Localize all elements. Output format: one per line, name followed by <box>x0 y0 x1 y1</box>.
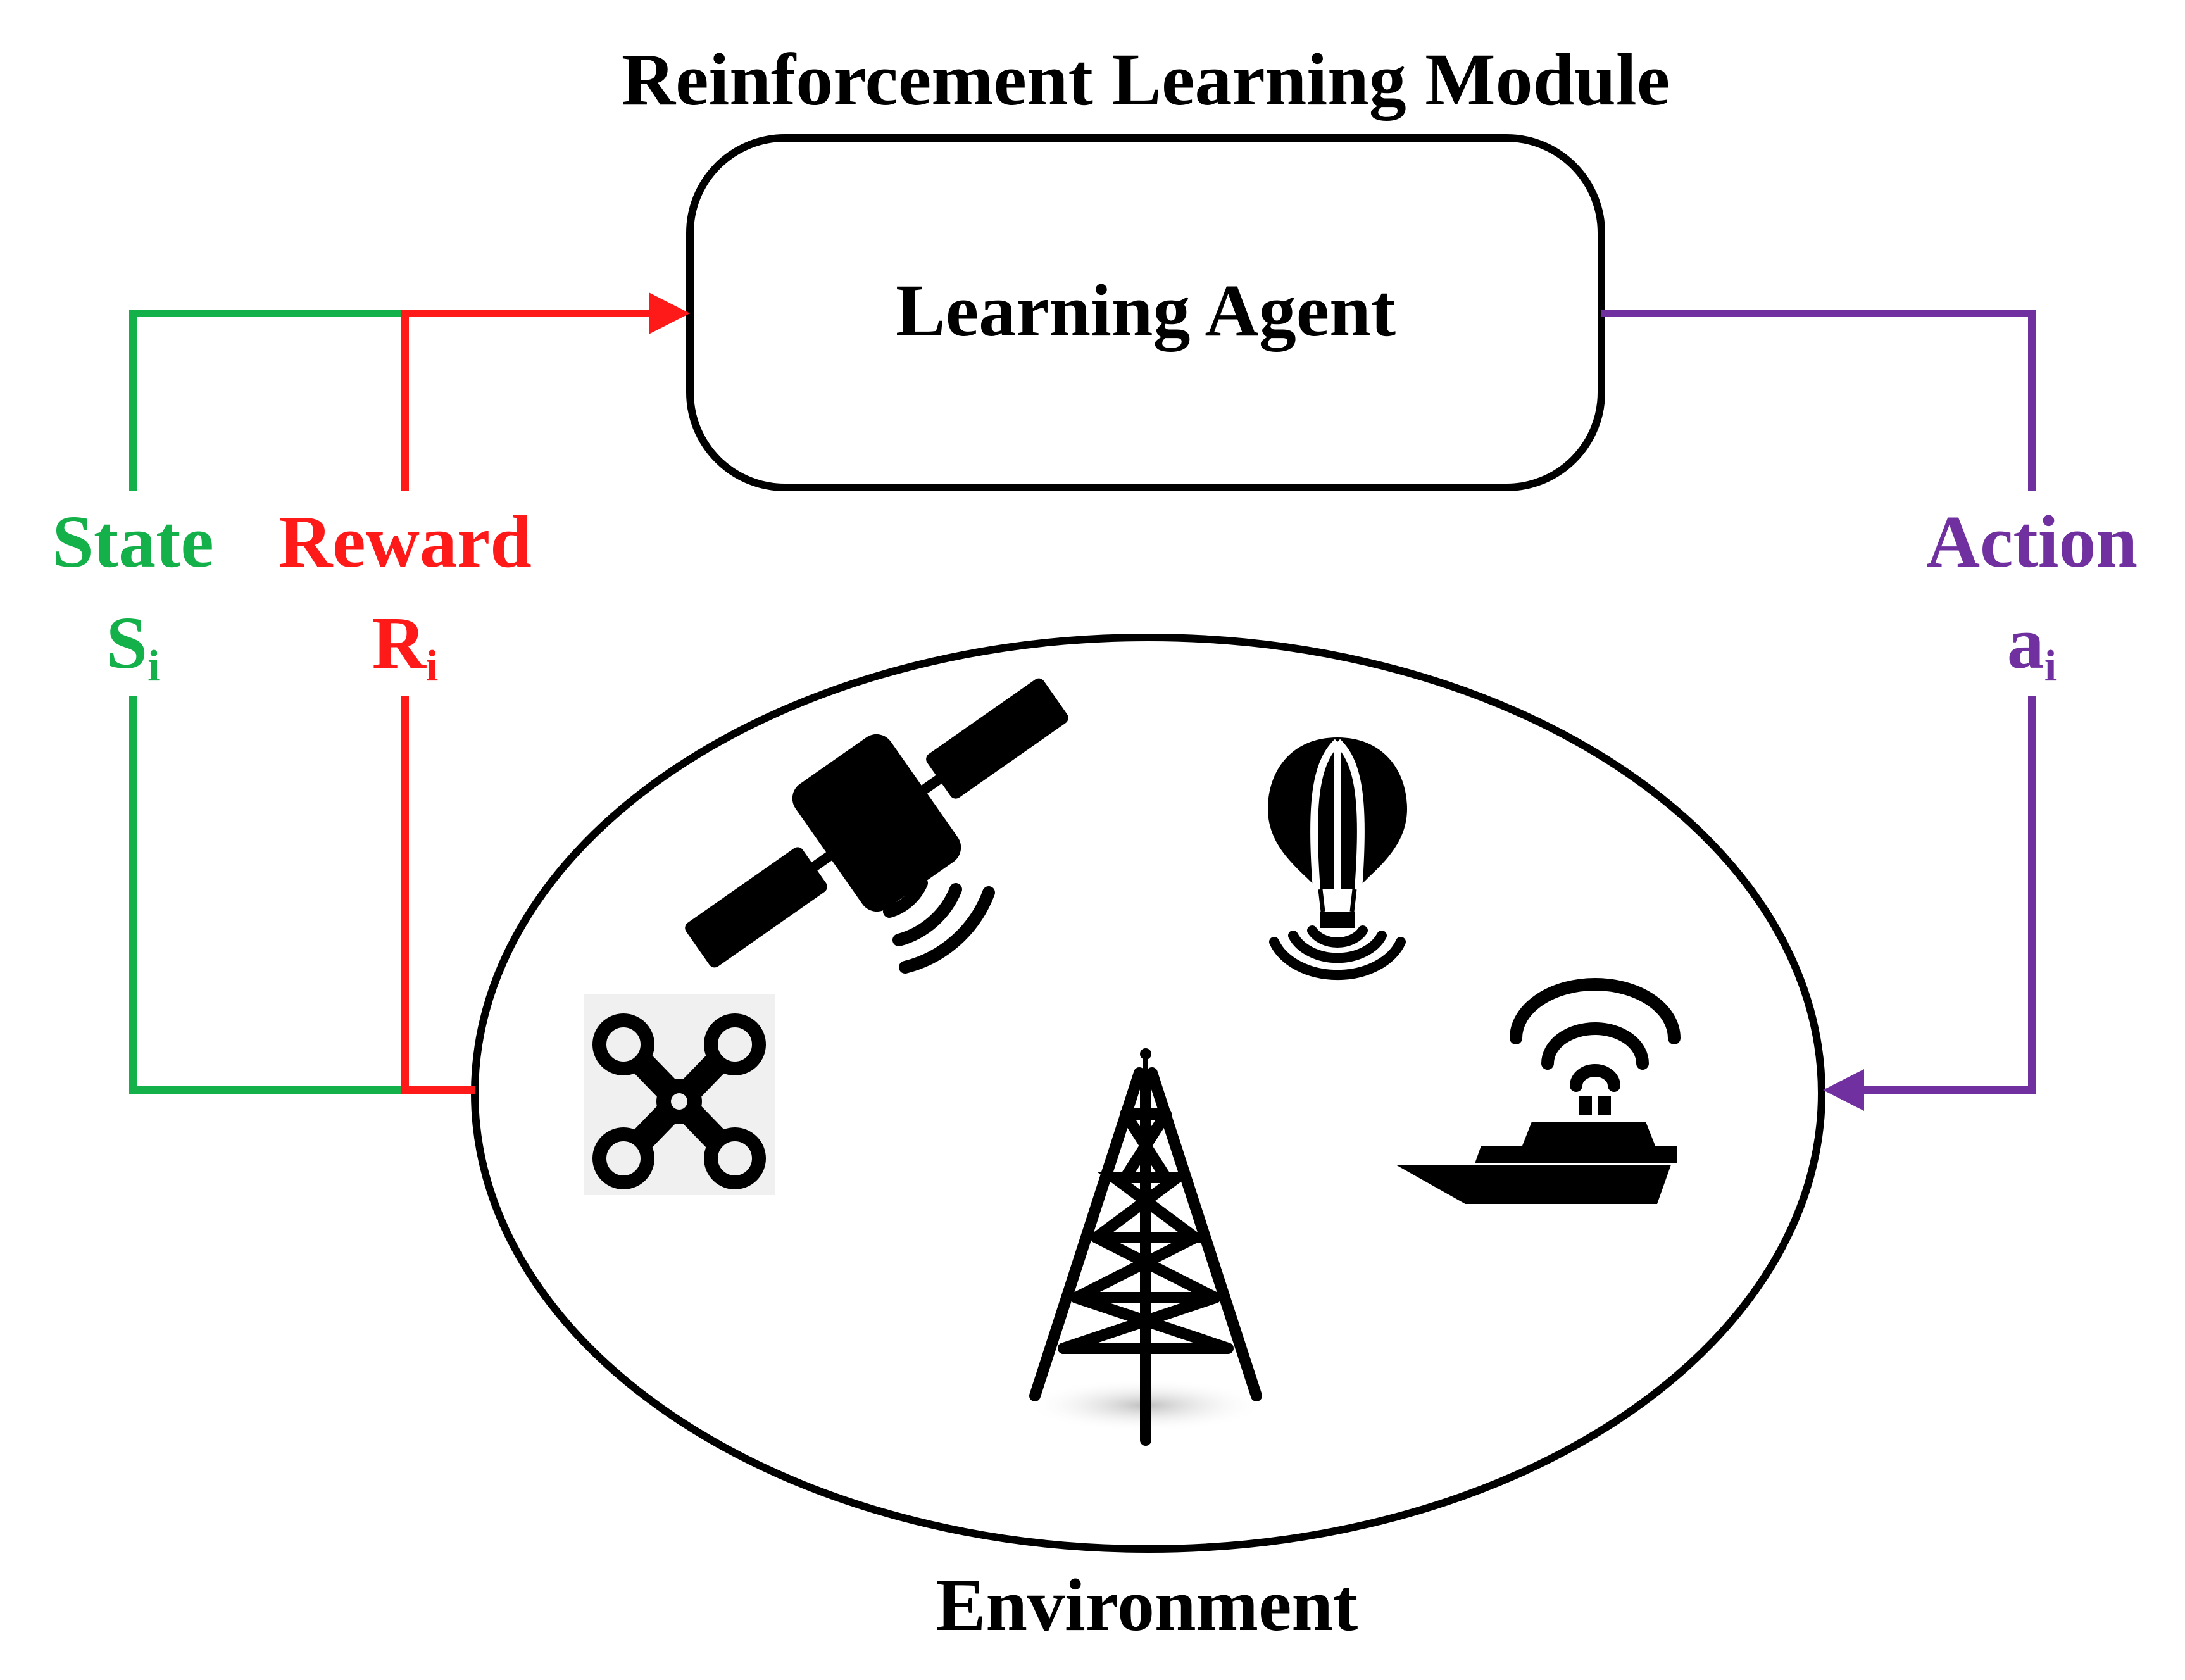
reward-connector <box>401 310 652 1094</box>
state-label: State <box>52 500 214 583</box>
action-connector <box>1601 310 2036 1094</box>
ship-icon <box>1396 978 1681 1204</box>
state-symbol: Si <box>106 601 160 691</box>
reward-symbol: Ri <box>372 601 439 691</box>
diagram-title: Reinforcement Learning Module <box>622 38 1670 121</box>
drone-icon <box>584 994 775 1195</box>
environment-label: Environment <box>936 1564 1358 1646</box>
action-arrowhead <box>1823 1069 1864 1111</box>
learning-agent-label: Learning Agent <box>896 269 1396 352</box>
action-symbol: ai <box>2007 601 2057 691</box>
action-label: Action <box>1926 500 2138 583</box>
satellite-icon <box>685 678 1068 974</box>
reward-label: Reward <box>279 500 532 583</box>
cell-tower-icon <box>1025 1048 1266 1446</box>
reward-arrowhead <box>649 292 690 334</box>
state-connector <box>129 310 405 1094</box>
hot-air-balloon-icon <box>1268 737 1407 981</box>
